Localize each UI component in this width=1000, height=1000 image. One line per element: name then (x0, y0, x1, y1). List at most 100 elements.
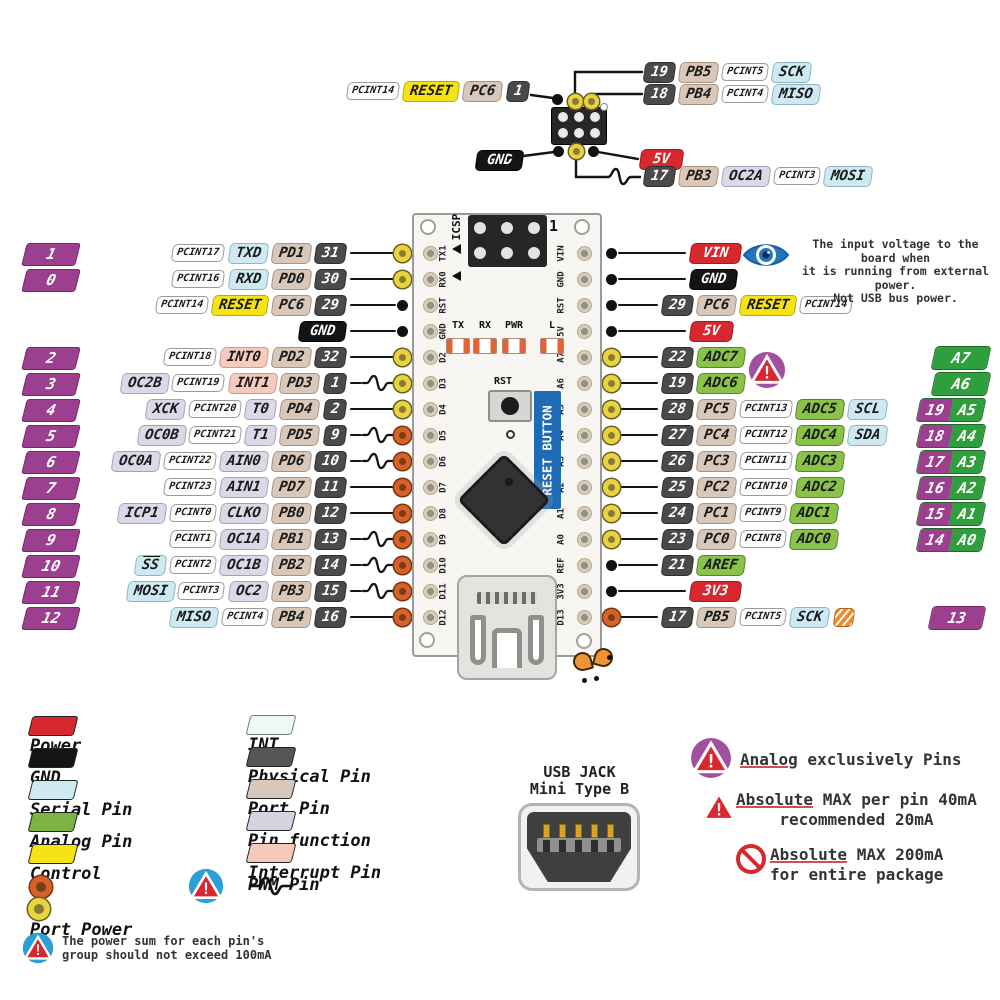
usb-jack-pin (543, 824, 550, 838)
mounting-hole (419, 632, 435, 648)
badge-text: A7 (931, 347, 991, 369)
pin-bullet-yellow (393, 244, 411, 262)
chip-pcint2: PCINT2 (168, 556, 218, 574)
pin1-arrow (452, 244, 461, 254)
silk-D4: D4 (438, 403, 449, 415)
chip-pc1: PC1 (695, 502, 738, 524)
silk-D11: D11 (438, 582, 449, 600)
chip-aref: AREF (695, 554, 747, 576)
legend-swatch-intw (245, 715, 297, 735)
legend-item-port-power: Port Power (28, 876, 132, 940)
board-pad (577, 557, 592, 573)
pin-row-right-1: GND (688, 268, 739, 290)
led-pwr (502, 338, 526, 354)
silk-D13: D13 (556, 608, 567, 626)
legend-swatch-control (27, 844, 79, 864)
chip-pcint11: PCINT11 (738, 452, 794, 470)
legend-item-interrupt-pin: Interrupt Pin (245, 843, 381, 883)
svg-text:!: ! (201, 879, 211, 898)
board-pad (423, 323, 438, 339)
badge-text: 18 (916, 425, 954, 447)
badge-text: 14 (916, 529, 954, 551)
usb-jack-slot (575, 840, 582, 852)
chip-adc7: ADC7 (695, 346, 747, 368)
chip-adc0: ADC0 (788, 528, 840, 550)
legend-item-power: Power (27, 716, 81, 756)
pin-bullet-orange (393, 504, 411, 522)
arduino-pin-badge-1: 1 (21, 243, 81, 266)
badge-text: 16 (916, 477, 954, 499)
chip-txd: TXD (227, 242, 270, 264)
chip-sck: SCK (788, 606, 832, 628)
silk-D3: D3 (438, 377, 449, 389)
warning-line: Absolute MAX per pin 40mA (736, 790, 977, 809)
connector-line (350, 485, 396, 489)
board-pad (577, 609, 592, 625)
led-label-rx: RX (478, 320, 492, 331)
silk-D6: D6 (438, 455, 449, 467)
chip-int0: INT0 (218, 346, 270, 368)
board-pad (423, 349, 438, 365)
chip-ain1: AIN1 (218, 476, 270, 498)
board-pad (577, 427, 592, 443)
chip-pcint23: PCINT23 (162, 478, 218, 496)
mounting-hole (576, 633, 592, 649)
pin-bullet-yellow (393, 374, 411, 392)
connector-line (618, 407, 658, 411)
connector-line (350, 459, 362, 463)
chip-23: 23 (660, 528, 695, 550)
chip-30: 30 (313, 268, 348, 290)
silk-A0: A0 (556, 533, 567, 545)
board-pad (577, 531, 592, 547)
board-pad (423, 427, 438, 443)
board-pin1-mark: 1 (549, 217, 559, 235)
warning-line: for entire package (770, 865, 944, 884)
pwm-squiggle (361, 556, 397, 574)
chip-pd2: PD2 (270, 346, 313, 368)
reset-button-banner-text: RESET BUTTON (540, 404, 555, 496)
eye-icon (742, 244, 790, 266)
vin-note-line: The input voltage to the board when (812, 237, 979, 265)
pin-row-right-3: 5V (688, 320, 735, 342)
chip-31: 31 (313, 242, 348, 264)
chip-pcint5: PCINT5 (738, 608, 788, 626)
badge-text: 13 (928, 607, 986, 629)
analog-exclusive-warning-icon: ! (691, 738, 731, 778)
silk-RX0: RX0 (438, 270, 449, 288)
connector-line (618, 485, 658, 489)
chip-pcint17: PCINT17 (171, 244, 226, 262)
board-pad (577, 505, 592, 521)
chip-oc2b: OC2B (119, 372, 170, 394)
usb-slot-mid (492, 628, 522, 668)
power-sum-warning-icon: ! (22, 932, 54, 964)
board-pad (577, 245, 592, 261)
chip-oc2: OC2 (227, 580, 270, 602)
board-pad (577, 297, 592, 313)
board-pad (423, 453, 438, 469)
chip-pd5: PD5 (278, 424, 322, 446)
usb-jack-pin (559, 824, 566, 838)
connector-line (618, 251, 686, 255)
badge-text: A4 (948, 425, 986, 447)
icsp-pin1-mark-circle (600, 103, 608, 111)
usb-jack-slot (591, 840, 598, 852)
warning-keyword: Absolute (736, 790, 814, 809)
legend-item-control: Control (27, 844, 102, 884)
chip-pc4: PC4 (695, 424, 738, 446)
chip-ss: SS (133, 554, 168, 576)
board-pad (423, 609, 438, 625)
pin-bullet-black (552, 145, 564, 157)
vin-note-line: Not USB bus power. (833, 291, 958, 305)
chip-pcint4: PCINT4 (220, 608, 270, 626)
legend-swatch-intpin (245, 843, 297, 863)
legend-label: Port Power (30, 920, 133, 940)
legend-item-serial-pin: Serial Pin (27, 780, 132, 820)
pin-bullet-yellow (602, 530, 620, 548)
